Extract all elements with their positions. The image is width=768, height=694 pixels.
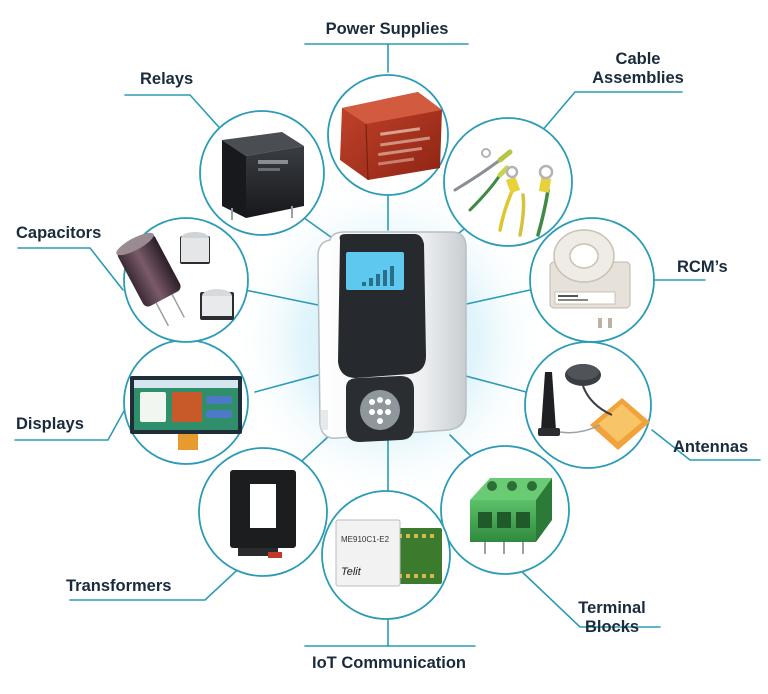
- power-supply-icon: [340, 92, 442, 181]
- label-cable-line2: Assemblies: [592, 69, 684, 87]
- ev-charger-icon: [317, 231, 467, 442]
- label-cable-line1: Cable: [615, 50, 661, 68]
- label-terminal-blocks: Terminal Blocks: [564, 599, 660, 637]
- antenna-icon: [538, 364, 650, 450]
- label-relays: Relays: [140, 70, 194, 88]
- cable-assembly-icon: [453, 148, 554, 237]
- label-iot-communication: IoT Communication: [312, 654, 466, 672]
- display-icon: [130, 376, 242, 450]
- label-terminal-line1: Terminal: [578, 599, 646, 617]
- label-displays: Displays: [16, 415, 84, 433]
- label-transformers: Transformers: [66, 577, 172, 595]
- capacitor-icon: [116, 232, 234, 327]
- iot-module-icon: ME910C1-E2 Telit: [335, 519, 442, 587]
- iot-brand-text: Telit: [341, 566, 362, 578]
- label-power-supplies: Power Supplies: [325, 20, 449, 38]
- label-rcms: RCM’s: [677, 258, 728, 276]
- label-terminal-line2: Blocks: [584, 618, 640, 636]
- transformer-icon: [230, 470, 296, 558]
- relay-icon: [222, 132, 304, 220]
- terminal-block-icon: [470, 478, 552, 554]
- iot-module-text: ME910C1-E2: [341, 535, 390, 544]
- label-capacitors: Capacitors: [16, 224, 102, 242]
- label-antennas: Antennas: [673, 438, 749, 456]
- rcm-icon: [549, 229, 631, 328]
- label-cable-assemblies: Cable Assemblies: [590, 50, 686, 88]
